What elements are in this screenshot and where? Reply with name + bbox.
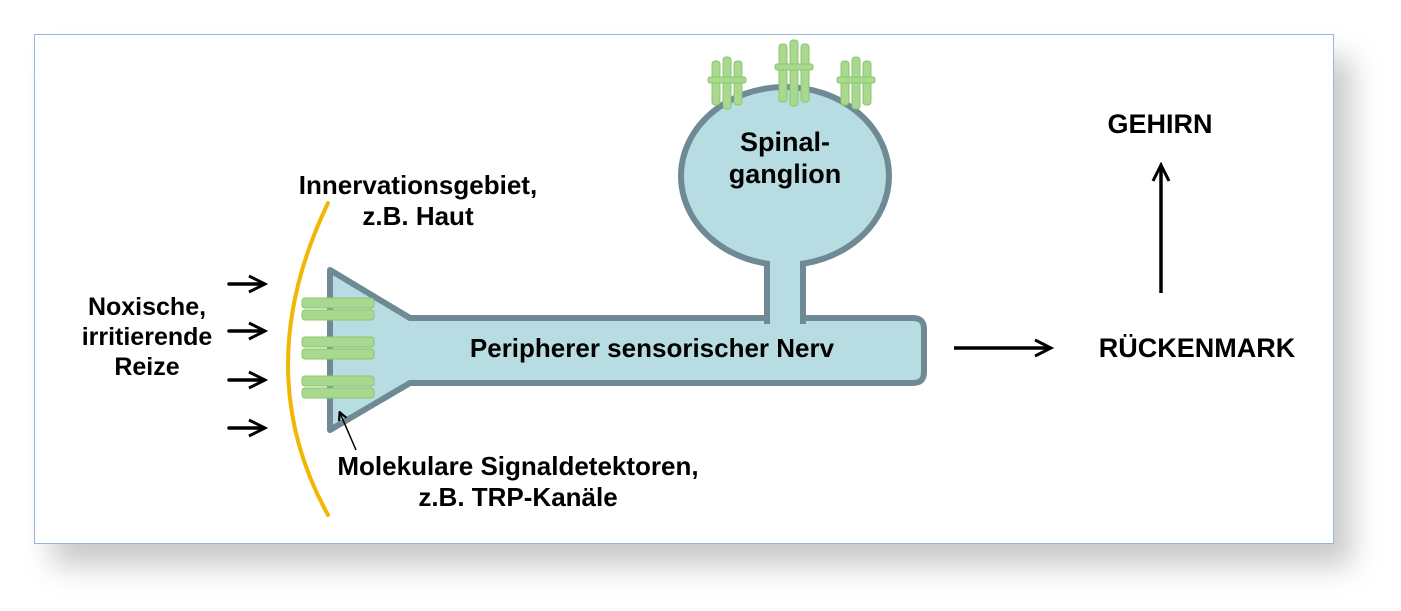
innervation-line-2: z.B. Haut [362, 201, 474, 232]
trp-channel [301, 309, 375, 321]
detectors-line-2: z.B. TRP-Kanäle [418, 482, 618, 513]
stimuli-line-2: irritierende [81, 323, 213, 351]
ganglion-label: Spinal- ganglion [705, 126, 865, 191]
ganglion-line-2: ganglion [728, 159, 842, 190]
trp-channel [301, 375, 375, 387]
stimuli-line-3: Reize [114, 353, 180, 381]
innervation-label: Innervationsgebiet, z.B. Haut [248, 170, 588, 232]
ganglion-channels [707, 39, 876, 110]
ganglion-channel-right [836, 56, 876, 110]
skin-arc [286, 201, 330, 517]
trp-channel [301, 348, 375, 360]
trp-channel [301, 336, 375, 348]
ganglion-line-1: Spinal- [739, 127, 830, 157]
stalk-cover [770, 245, 800, 324]
ganglion-channel-left [707, 56, 747, 110]
trp-channels [301, 297, 375, 399]
trp-channel [301, 387, 375, 399]
detector-pointer [340, 413, 357, 451]
detectors-label: Molekulare Signaldetektoren, z.B. TRP-Ka… [288, 451, 748, 513]
detectors-line-1: Molekulare Signaldetektoren, [337, 451, 699, 481]
brain-label: GEHIRN [1107, 109, 1213, 139]
ganglion-channel-middle [774, 39, 814, 107]
trp-channel [301, 297, 375, 309]
stimuli-label: Noxische, irritierende Reize [64, 292, 230, 382]
stimuli-line-1: Noxische, [87, 293, 207, 321]
innervation-line-1: Innervationsgebiet, [298, 170, 538, 200]
stimulus-arrows [227, 284, 264, 428]
nerve-body [327, 267, 927, 433]
spinal-cord-label: RÜCKENMARK [1098, 333, 1296, 363]
nerve-label: Peripherer sensorischer Nerv [469, 333, 835, 363]
